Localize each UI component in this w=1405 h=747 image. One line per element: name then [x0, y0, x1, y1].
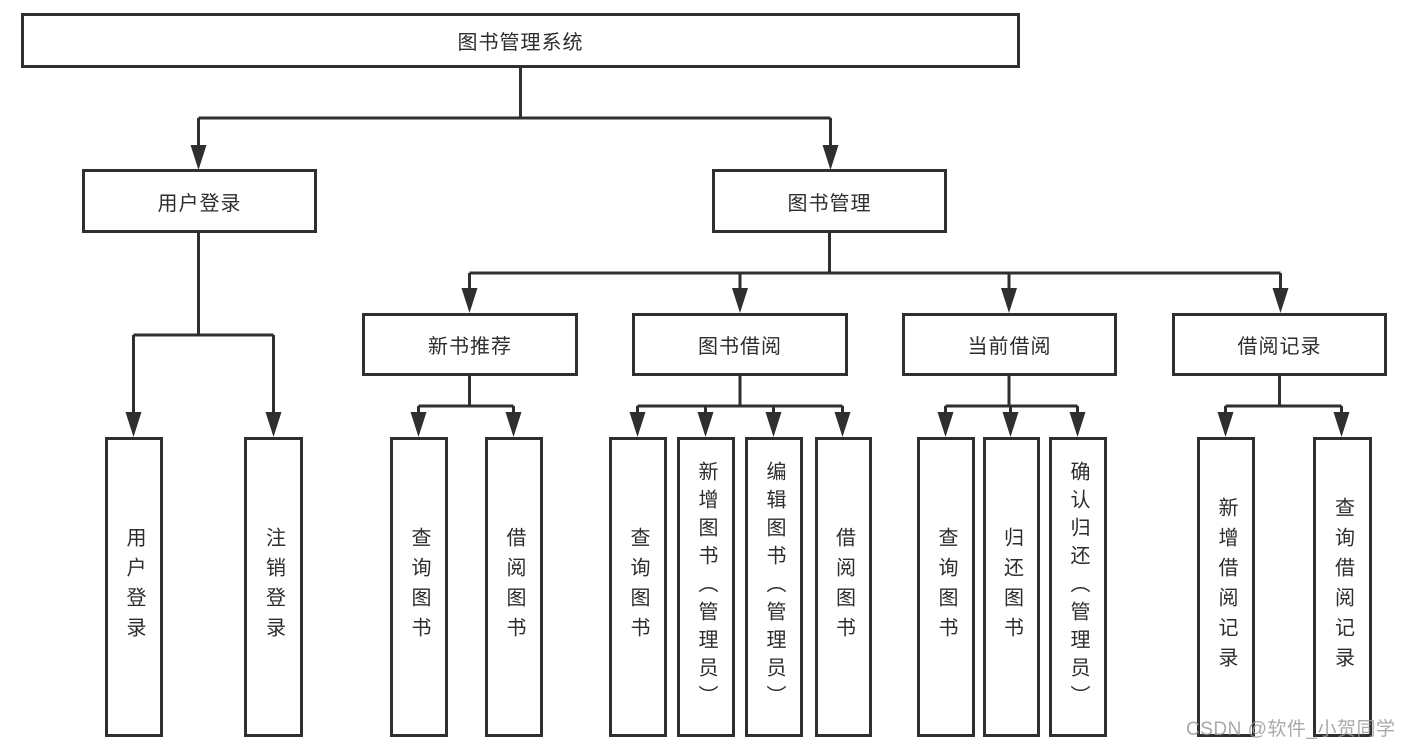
- leaf-query-borrow-record: 查询借阅记录: [1313, 437, 1372, 737]
- node-root-system: 图书管理系统: [21, 13, 1020, 68]
- watermark-text: CSDN @软件_小贺同学: [1186, 719, 1396, 740]
- leaf-edit-books-admin: 编辑图书（管理员）: [745, 437, 803, 737]
- leaf-confirm-return-admin: 确认归还（管理员）: [1049, 437, 1107, 737]
- node-current-borrow: 当前借阅: [902, 313, 1117, 376]
- leaf-add-borrow-record: 新增借阅记录: [1197, 437, 1255, 737]
- leaf-borrow-books-recommend: 借阅图书: [485, 437, 543, 737]
- node-user-login: 用户登录: [82, 169, 317, 233]
- leaf-borrow-books: 借阅图书: [815, 437, 872, 737]
- leaf-return-books: 归还图书: [983, 437, 1040, 737]
- leaf-logout: 注销登录: [244, 437, 303, 737]
- node-new-book-recommend: 新书推荐: [362, 313, 578, 376]
- leaf-query-books-recommend: 查询图书: [390, 437, 448, 737]
- node-borrow-records: 借阅记录: [1172, 313, 1387, 376]
- node-book-management: 图书管理: [712, 169, 947, 233]
- node-book-borrow: 图书借阅: [632, 313, 848, 376]
- leaf-query-books-current: 查询图书: [917, 437, 975, 737]
- leaf-query-books-borrow: 查询图书: [609, 437, 667, 737]
- leaf-user-login: 用户登录: [105, 437, 163, 737]
- leaf-add-books-admin: 新增图书（管理员）: [677, 437, 735, 737]
